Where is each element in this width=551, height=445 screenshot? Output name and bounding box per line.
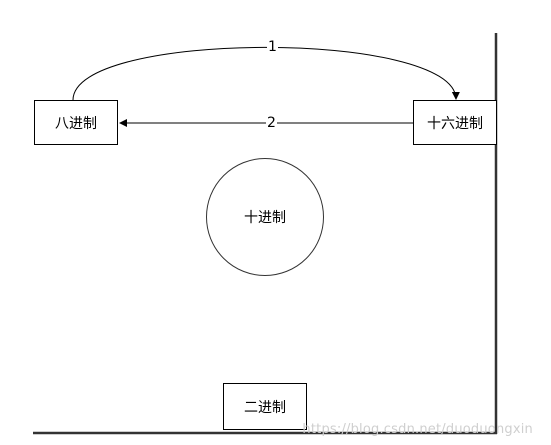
decimal-node-label: 十进制: [244, 210, 286, 226]
watermark-text: https://blog.csdn.net/duoduongxin: [302, 422, 533, 437]
binary-node-label: 二进制: [244, 399, 286, 416]
hexadecimal-node: 十六进制: [413, 100, 497, 145]
hexadecimal-node-label: 十六进制: [427, 115, 483, 132]
octal-node-label: 八进制: [55, 115, 97, 132]
binary-node: 二进制: [223, 383, 307, 430]
decimal-node: 十进制: [206, 158, 324, 276]
octal-node: 八进制: [34, 100, 118, 145]
edge-label-1: 1: [267, 39, 278, 55]
edge-octal-to-hex: [72, 46, 460, 101]
edge-label-2: 2: [266, 115, 277, 131]
